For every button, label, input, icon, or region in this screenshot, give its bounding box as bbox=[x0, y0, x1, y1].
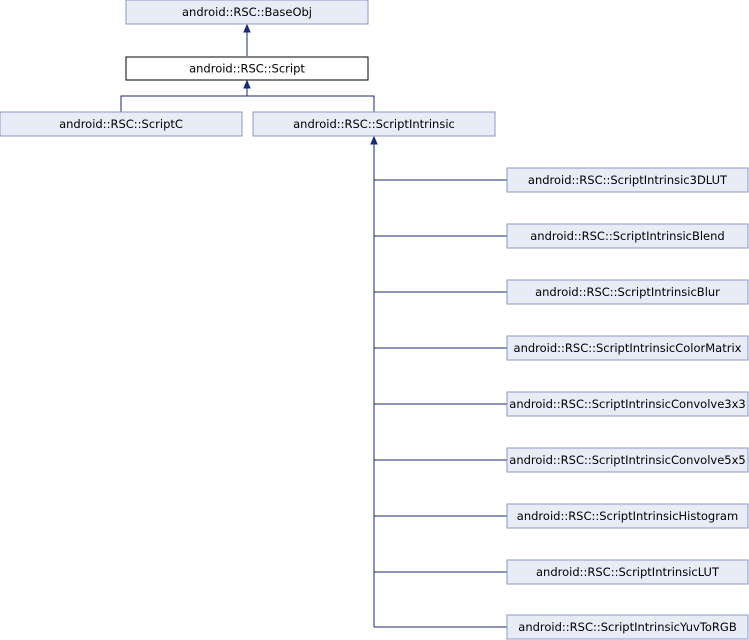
node-label: android::RSC::ScriptIntrinsicLUT bbox=[536, 565, 720, 579]
node-label: android::RSC::ScriptC bbox=[59, 117, 183, 131]
node-scriptintrinsic[interactable]: android::RSC::ScriptIntrinsic bbox=[252, 111, 496, 137]
node-scriptintrinsic-3dlut[interactable]: android::RSC::ScriptIntrinsic3DLUT bbox=[506, 167, 749, 193]
node-label: android::RSC::ScriptIntrinsicBlur bbox=[535, 285, 720, 299]
node-script-current: android::RSC::Script bbox=[125, 56, 369, 81]
arrowhead-script bbox=[243, 79, 251, 89]
node-scriptintrinsic-lut[interactable]: android::RSC::ScriptIntrinsicLUT bbox=[506, 559, 749, 585]
node-scriptintrinsic-blend[interactable]: android::RSC::ScriptIntrinsicBlend bbox=[506, 223, 749, 249]
inheritance-edges bbox=[120, 23, 507, 628]
node-box bbox=[252, 111, 496, 137]
node-label: android::RSC::ScriptIntrinsic bbox=[293, 117, 455, 131]
node-scriptintrinsic-convolve3x3[interactable]: android::RSC::ScriptIntrinsicConvolve3x3 bbox=[506, 391, 749, 417]
node-label: android::RSC::ScriptIntrinsic3DLUT bbox=[528, 173, 728, 187]
node-scriptintrinsic-convolve5x5[interactable]: android::RSC::ScriptIntrinsicConvolve5x5 bbox=[506, 447, 749, 473]
node-scriptintrinsic-blur[interactable]: android::RSC::ScriptIntrinsicBlur bbox=[506, 279, 749, 305]
node-baseobj[interactable]: android::RSC::BaseObj bbox=[125, 0, 369, 25]
node-box bbox=[0, 111, 243, 137]
node-box bbox=[506, 167, 749, 193]
node-box bbox=[506, 223, 749, 249]
arrowhead-baseobj bbox=[243, 23, 251, 33]
node-scriptc[interactable]: android::RSC::ScriptC bbox=[0, 111, 243, 137]
node-scriptintrinsic-histogram[interactable]: android::RSC::ScriptIntrinsicHistogram bbox=[506, 503, 749, 529]
node-scriptintrinsic-yuvtorgb[interactable]: android::RSC::ScriptIntrinsicYuvToRGB bbox=[506, 614, 749, 640]
node-box bbox=[506, 335, 749, 361]
node-box bbox=[506, 279, 749, 305]
node-scriptintrinsic-colormatrix[interactable]: android::RSC::ScriptIntrinsicColorMatrix bbox=[506, 335, 749, 361]
edge-scriptc-to-script bbox=[120, 95, 375, 112]
node-box bbox=[506, 391, 749, 417]
node-label: android::RSC::ScriptIntrinsicConvolve5x5 bbox=[509, 453, 745, 467]
node-box bbox=[506, 447, 749, 473]
node-box bbox=[506, 559, 749, 585]
arrowhead-scriptintrinsic bbox=[370, 135, 378, 145]
node-label: android::RSC::ScriptIntrinsicConvolve3x3 bbox=[509, 397, 745, 411]
node-box bbox=[506, 614, 749, 640]
node-label: android::RSC::ScriptIntrinsicHistogram bbox=[517, 509, 738, 523]
node-label: android::RSC::Script bbox=[189, 62, 305, 76]
node-box bbox=[125, 56, 369, 81]
node-label: android::RSC::ScriptIntrinsicBlend bbox=[530, 229, 724, 243]
node-label: android::RSC::BaseObj bbox=[182, 5, 312, 19]
node-label: android::RSC::ScriptIntrinsicColorMatrix bbox=[514, 341, 742, 355]
node-box bbox=[506, 503, 749, 529]
node-label: android::RSC::ScriptIntrinsicYuvToRGB bbox=[518, 620, 737, 634]
node-box bbox=[125, 0, 369, 25]
